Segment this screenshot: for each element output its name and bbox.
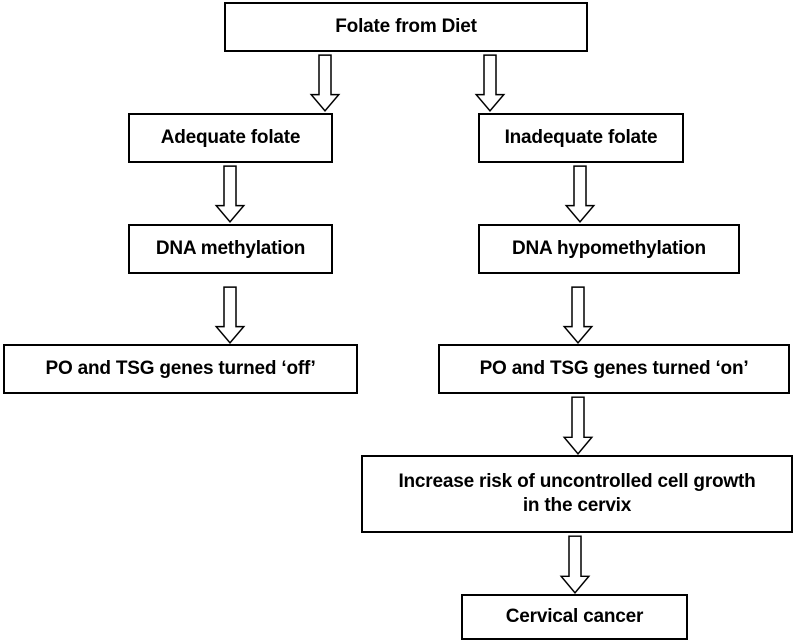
flowchart-node-genes-turned-off: PO and TSG genes turned ‘off’ bbox=[3, 344, 358, 394]
arrow-down-icon bbox=[562, 396, 594, 455]
flowchart-node-label: Adequate folate bbox=[160, 126, 301, 148]
flowchart-node-label: Folate from Diet bbox=[335, 15, 477, 37]
arrow-down-icon bbox=[309, 54, 341, 112]
flowchart-node-dna-methylation: DNA methylation bbox=[128, 224, 333, 274]
arrow-down-icon bbox=[562, 286, 594, 344]
flowchart-node-label: DNA hypomethylation bbox=[512, 237, 706, 259]
flowchart-node-inadequate-folate: Inadequate folate bbox=[478, 113, 684, 163]
flowchart-node-folate-from-diet: Folate from Diet bbox=[224, 2, 588, 52]
flowchart-node-label: DNA methylation bbox=[155, 237, 306, 259]
flowchart-node-label: PO and TSG genes turned ‘on’ bbox=[479, 357, 749, 379]
flowchart-node-label: Inadequate folate bbox=[504, 126, 658, 148]
flowchart-node-increase-risk: Increase risk of uncontrolled cell growt… bbox=[361, 455, 793, 533]
flowchart-node-label: PO and TSG genes turned ‘off’ bbox=[45, 357, 316, 379]
arrow-down-icon bbox=[214, 165, 246, 223]
arrow-down-icon bbox=[474, 54, 506, 112]
arrow-down-icon bbox=[214, 286, 246, 344]
arrow-down-icon bbox=[564, 165, 596, 223]
flowchart-node-genes-turned-on: PO and TSG genes turned ‘on’ bbox=[438, 344, 790, 394]
flowchart-node-adequate-folate: Adequate folate bbox=[128, 113, 333, 163]
flowchart-node-label: Increase risk of uncontrolled cell growt… bbox=[398, 470, 756, 516]
flowchart-node-cervical-cancer: Cervical cancer bbox=[461, 594, 688, 640]
flowchart-node-dna-hypomethylation: DNA hypomethylation bbox=[478, 224, 740, 274]
flowchart-node-label: Cervical cancer bbox=[505, 605, 644, 627]
arrow-down-icon bbox=[559, 535, 591, 594]
